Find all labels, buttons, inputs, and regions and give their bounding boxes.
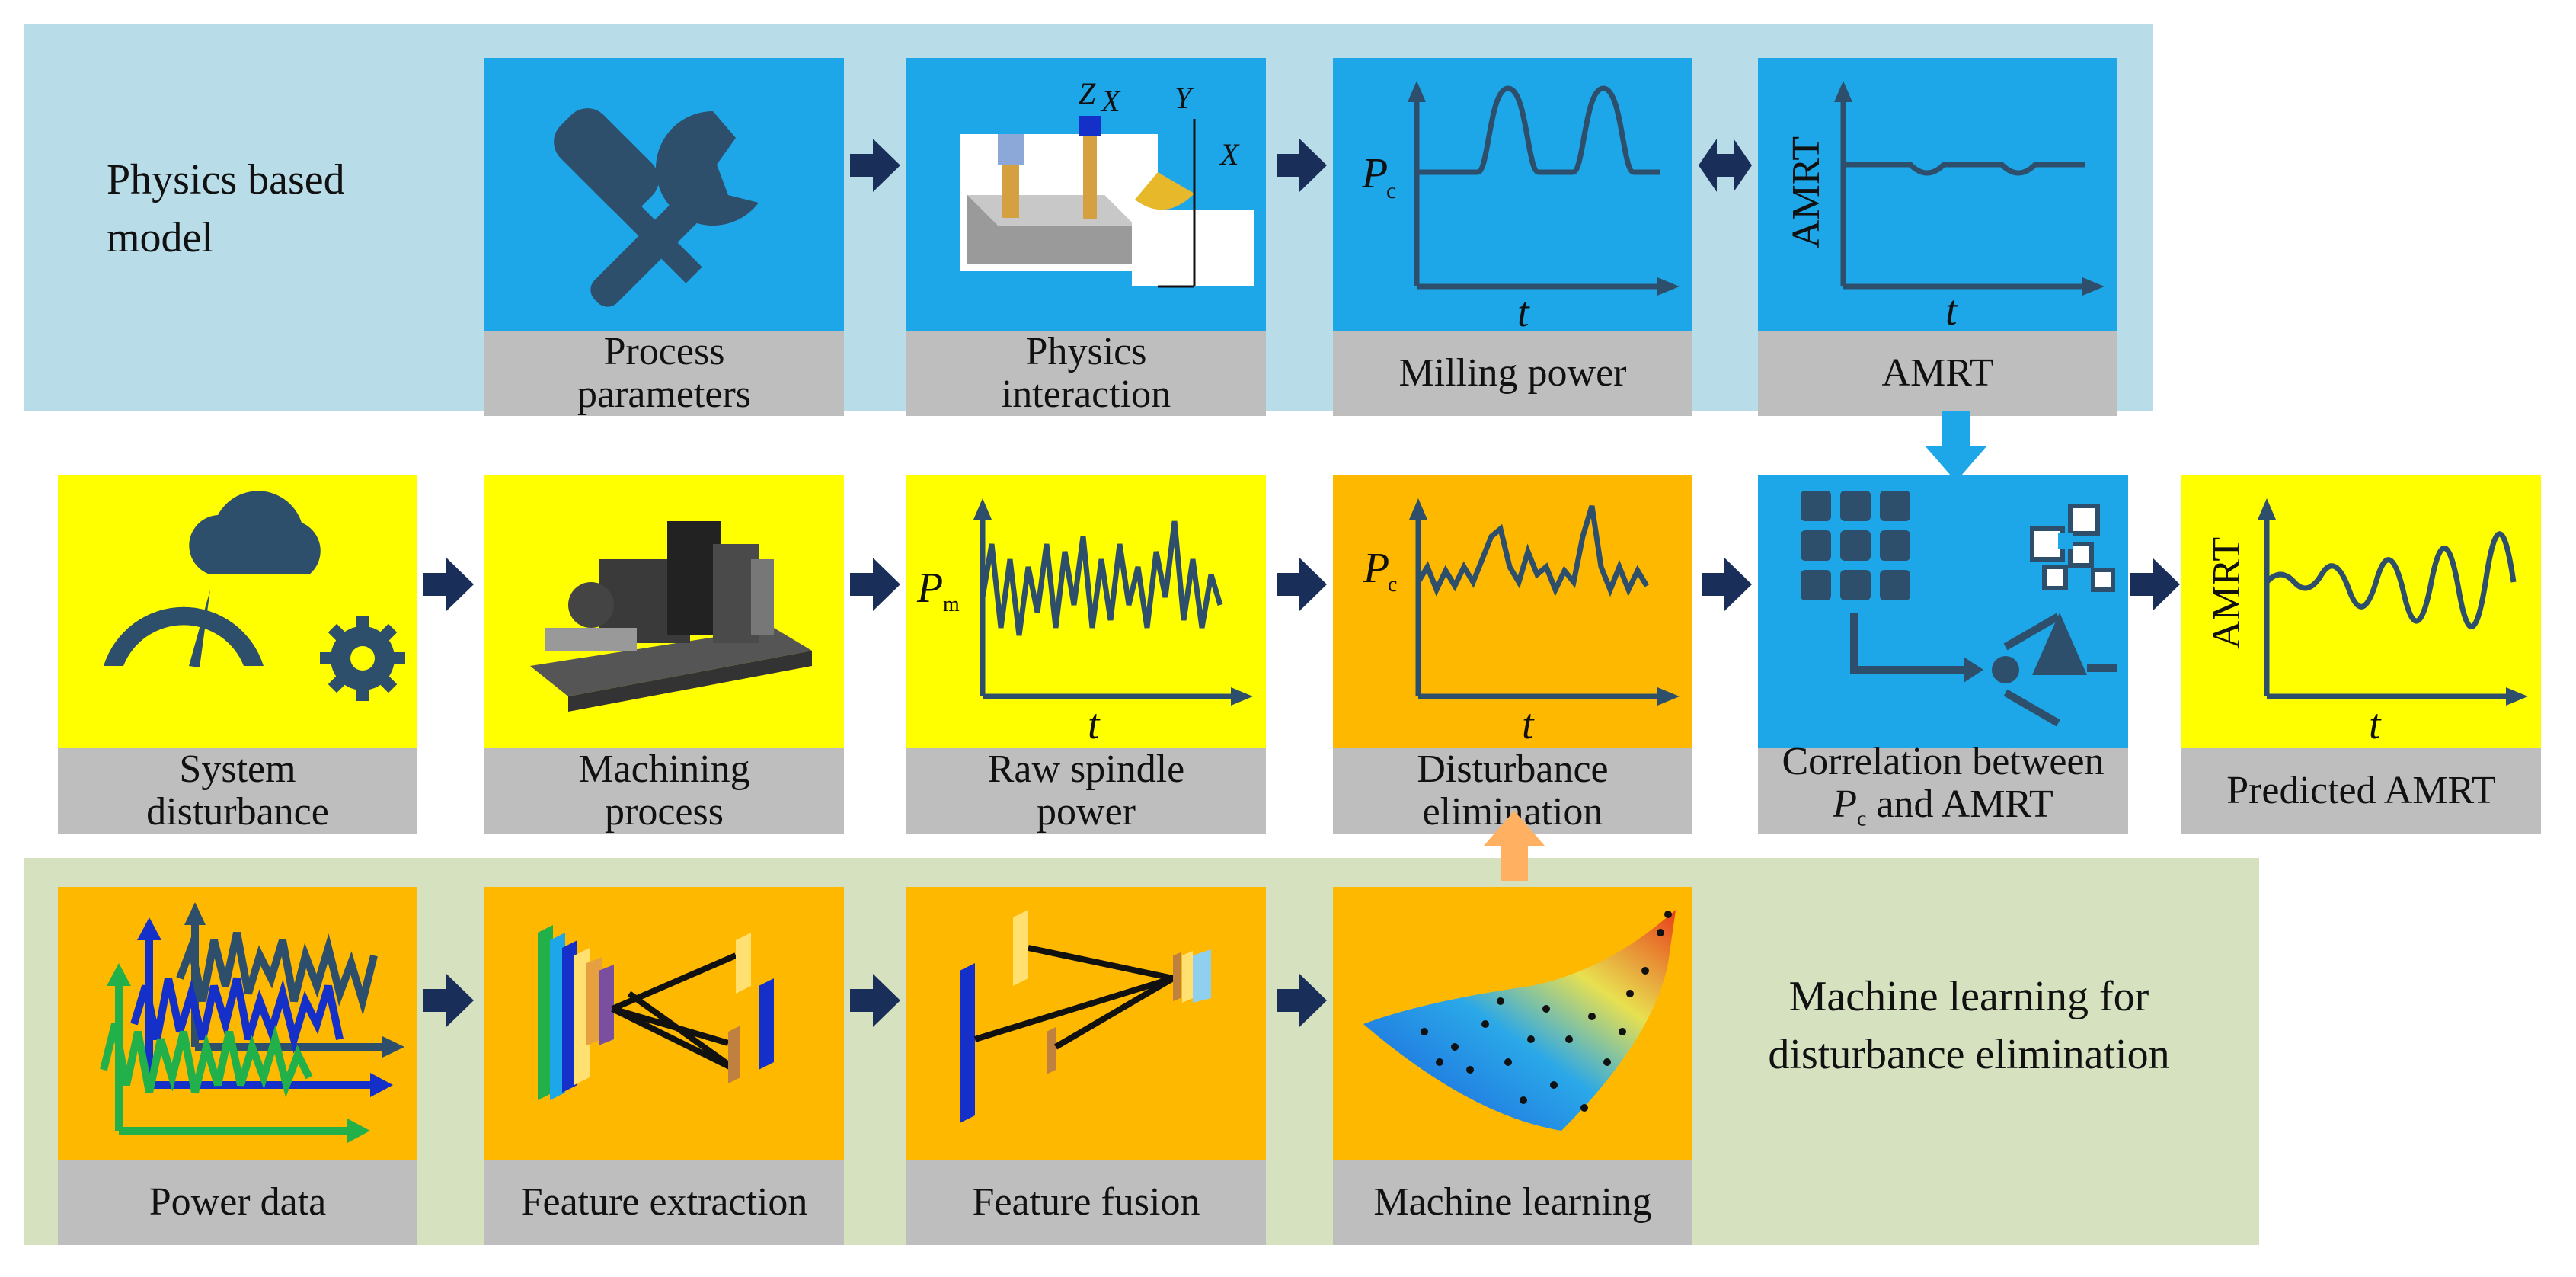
arrow-right (850, 139, 900, 192)
arrow-down (1926, 411, 1986, 482)
arrow-right (850, 558, 900, 611)
pc-subscript: c (1386, 178, 1396, 203)
wrench-screwdriver-icon (554, 108, 759, 307)
arrow-right (1277, 558, 1327, 611)
arrow-right (1277, 139, 1327, 192)
pc-subscript: c (1388, 573, 1397, 597)
t-axis-label: t (1945, 287, 1958, 331)
power-data-caption: Power data (58, 1160, 417, 1245)
pc-label: P (1363, 545, 1389, 592)
pm-label: P (916, 565, 943, 612)
axis-x-label-2: X (1219, 137, 1240, 171)
t-axis-label: t (1517, 289, 1530, 331)
amrt-axis-label: AMRT (1785, 136, 1828, 248)
predicted-amrt-caption: Predicted AMRT (2181, 748, 2541, 834)
physics-model-label: Physics based model (107, 156, 345, 261)
arrow-right (423, 974, 474, 1027)
predicted-amrt-plot: AMRT t (2205, 498, 2528, 748)
correlation-icon (1801, 491, 2117, 727)
feature-extraction-caption: Feature extraction (484, 1160, 844, 1245)
cnn-layers-icon (538, 925, 774, 1100)
arrow-right (423, 558, 474, 611)
axis-x-label-1: X (1100, 84, 1121, 118)
machine-learning-caption: Machine learning (1333, 1160, 1692, 1245)
machine-tool-image (530, 521, 812, 712)
arrow-right (1702, 558, 1752, 611)
cloud-gauge-gear-icon (104, 491, 405, 701)
power-pulse-plot: P c t (1361, 81, 1680, 331)
arrow-up (1484, 811, 1545, 881)
pm-subscript: m (943, 593, 960, 616)
amrt-plot: AMRT t (1785, 81, 2105, 331)
amrt-axis-label: AMRT (2205, 537, 2248, 649)
t-axis-label: t (1522, 701, 1535, 748)
fusion-layers-icon (960, 910, 1211, 1123)
filtered-power-plot: P c t (1363, 498, 1680, 748)
arrow-right (2130, 558, 2180, 611)
raw-power-plot: P m t (916, 498, 1253, 748)
t-axis-label: t (2369, 701, 2382, 748)
pc-label: P (1361, 150, 1388, 197)
arrow-right (850, 974, 900, 1027)
ml-panel-label: Machine learning for disturbance elimina… (1768, 973, 2170, 1078)
amrt-caption: AMRT (1758, 331, 2117, 416)
t-axis-label: t (1088, 701, 1101, 748)
arrow-right (1277, 974, 1327, 1027)
correlation-caption: Correlation between Pc and AMRT (1758, 741, 2128, 834)
milling-tool-diagram: Z X Y X (960, 76, 1254, 288)
power-data-plot (100, 902, 404, 1143)
surface-scatter-icon (1363, 910, 1676, 1131)
milling-power-caption: Milling power (1333, 331, 1692, 416)
axis-y-label: Y (1175, 81, 1194, 115)
axis-z-label: Z (1079, 76, 1096, 110)
double-arrow (1699, 139, 1752, 192)
feature-fusion-caption: Feature fusion (906, 1160, 1266, 1245)
